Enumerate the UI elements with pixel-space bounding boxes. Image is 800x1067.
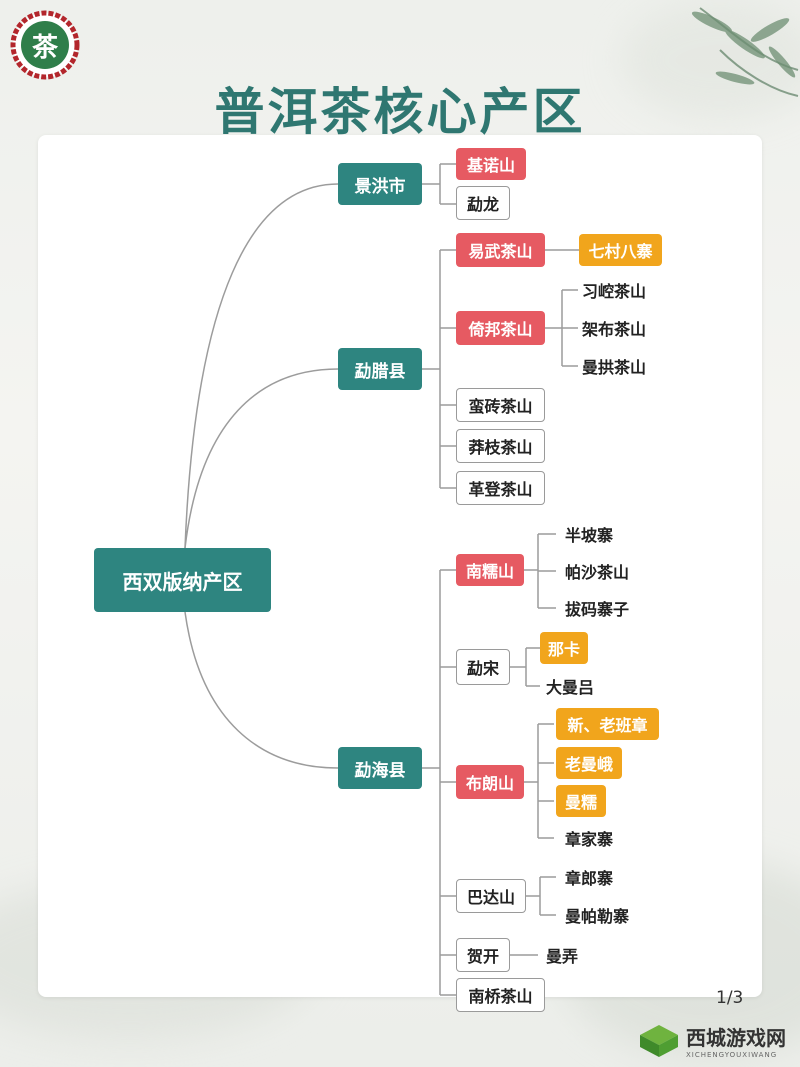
mountain-bada: 巴达山: [456, 879, 526, 913]
sub-xikong: 习崆茶山: [582, 282, 647, 301]
sub-mannong: 曼弄: [546, 947, 579, 966]
sub-mangong: 曼拱茶山: [582, 358, 647, 377]
root-node: 西双版纳产区: [94, 548, 271, 612]
sub-zhanglang: 章郎寨: [565, 869, 614, 888]
sub-manpale: 曼帕勒寨: [565, 907, 630, 926]
sub-zhangjia: 章家寨: [565, 830, 614, 849]
region-jinghong: 景洪市: [338, 163, 422, 205]
mountain-yibang: 倚邦茶山: [456, 311, 545, 345]
mountain-bulang: 布朗山: [456, 765, 524, 799]
mountain-nannuo: 南糯山: [456, 554, 524, 586]
village-mannuo: 曼糯: [556, 785, 606, 817]
watermark-name: 西城游戏网: [686, 1026, 786, 1050]
sub-bama: 拔码寨子: [565, 600, 630, 619]
sub-damanlv: 大曼吕: [546, 678, 595, 697]
watermark-sub: XICHENGYOUXIWANG: [686, 1051, 778, 1059]
watermark: 西城游戏网 XICHENGYOUXIWANG: [638, 1022, 786, 1059]
village-laomane: 老曼峨: [556, 747, 622, 779]
mountain-mangzhi: 莽枝茶山: [456, 429, 545, 463]
page-title: 普洱茶核心产区: [214, 82, 586, 141]
tea-seal-logo: [10, 10, 80, 80]
mountain-nanqiao: 南桥茶山: [456, 978, 545, 1012]
mountain-jinuo: 基诺山: [456, 148, 526, 180]
village-qicunbazhai: 七村八寨: [579, 234, 662, 266]
mountain-gedeng: 革登茶山: [456, 471, 545, 505]
region-mengla: 勐腊县: [338, 348, 422, 390]
mountain-mengsong: 勐宋: [456, 649, 510, 685]
mountain-yiwu: 易武茶山: [456, 233, 545, 267]
sub-jiabu: 架布茶山: [582, 320, 647, 339]
village-banzhang: 新、老班章: [556, 708, 659, 740]
sub-banpo: 半坡寨: [565, 526, 614, 545]
mountain-hekai: 贺开: [456, 938, 510, 972]
watermark-logo-icon: [640, 1024, 678, 1057]
sub-pasha: 帕沙茶山: [565, 563, 630, 582]
mountain-menglong: 勐龙: [456, 186, 510, 220]
logo-text: 茶: [31, 32, 58, 63]
mountain-manzhuan: 蛮砖茶山: [456, 388, 545, 422]
page-indicator: 1/3: [716, 988, 744, 1008]
village-naka: 那卡: [540, 632, 588, 664]
region-menghai: 勐海县: [338, 747, 422, 789]
